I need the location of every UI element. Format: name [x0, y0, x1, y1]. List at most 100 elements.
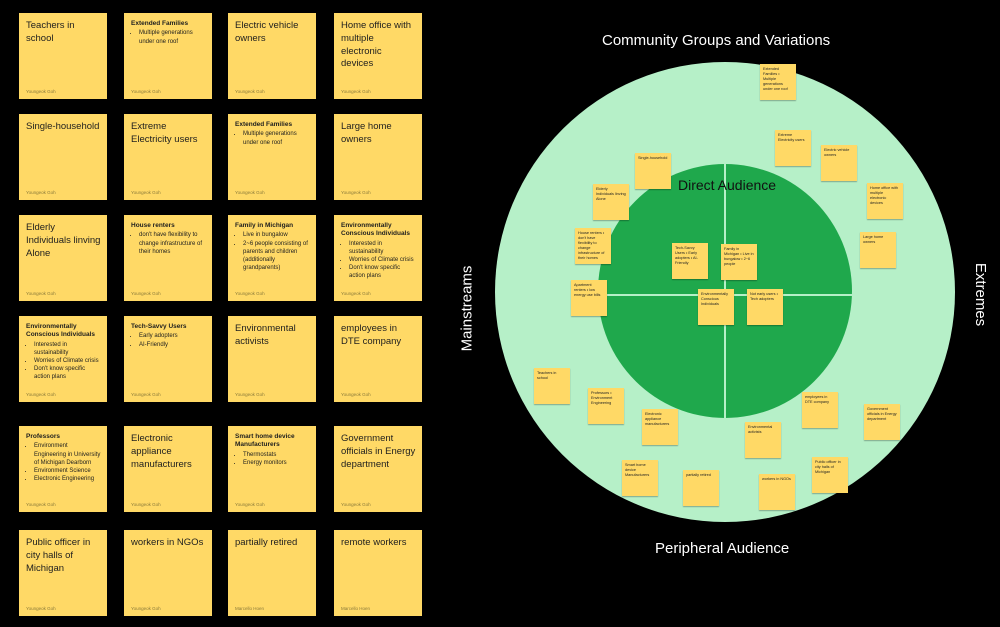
diagram-sticky-note[interactable]: Family in Michigan • Live in bungalow • …	[721, 244, 757, 280]
diagram-sticky-note[interactable]: Electronic appliance manufacturers	[642, 409, 678, 445]
diagram-sticky-note[interactable]: House renters • don't have flexibility t…	[575, 228, 611, 264]
sticky-note-author: Youngeok Goh	[131, 190, 161, 195]
diagram-sticky-note-text: Single-household	[638, 156, 668, 160]
diagram-sticky-note[interactable]: Extended Families • Multiple generations…	[760, 64, 796, 100]
sticky-note-author: Youngeok Goh	[26, 392, 56, 397]
sticky-note-bullets: ThermostatsEnergy monitors	[243, 451, 310, 467]
sticky-note-bullet: Environment Engineering in University of…	[34, 442, 101, 466]
community-groups-label: Community Groups and Variations	[602, 32, 831, 49]
sticky-note-author: Youngeok Goh	[235, 392, 265, 397]
sticky-note-bullets: Live in bungalow2~6 people consisting of…	[243, 231, 310, 271]
sticky-note[interactable]: Environmentally Conscious IndividualsInt…	[334, 215, 422, 301]
diagram-sticky-note-text: Teachers in school	[537, 371, 557, 380]
diagram-sticky-note[interactable]: partially retired	[683, 470, 719, 506]
sticky-note-bullet: 2~6 people consisting of parents and chi…	[243, 240, 310, 272]
sticky-note[interactable]: Smart home device ManufacturersThermosta…	[228, 426, 316, 512]
diagram-sticky-note[interactable]: workers in NGOs	[759, 474, 795, 510]
sticky-note[interactable]: ProfessorsEnvironment Engineering in Uni…	[19, 426, 107, 512]
diagram-sticky-note[interactable]: Not early users • Tech adopters	[747, 289, 783, 325]
diagram-sticky-note[interactable]: Large home owners	[860, 232, 896, 268]
diagram-sticky-note[interactable]: Extreme Electricity users	[775, 130, 811, 166]
sticky-note-bullet: Early adopters	[139, 332, 206, 340]
diagram-sticky-note-text: Smart home device Manufacturers	[625, 463, 650, 477]
diagram-sticky-note[interactable]: Single-household	[635, 153, 671, 189]
diagram-sticky-note[interactable]: employees in DTE company	[802, 392, 838, 428]
sticky-note[interactable]: House renters don't have flexibility to c…	[124, 215, 212, 301]
diagram-sticky-note[interactable]: Professors • Environment Engineering	[588, 388, 624, 424]
sticky-note-bullets: Interested in sustainabilityWorries of C…	[34, 341, 101, 381]
sticky-note-bullet: Don't know specific action plans	[349, 264, 416, 280]
sticky-note-bullet: Environment Science	[34, 467, 101, 475]
sticky-note[interactable]: Environmentally Conscious IndividualsInt…	[19, 316, 107, 402]
sticky-note-bullet: don't have flexibility to change infrast…	[139, 231, 206, 255]
sticky-note-title: Electronic appliance manufacturers	[131, 433, 192, 470]
diagram-sticky-note-text: House renters • don't have flexibility t…	[578, 231, 605, 260]
sticky-note-bullet: Electronic Engineering	[34, 475, 101, 483]
sticky-note-bullets: Multiple generations under one roof	[139, 29, 206, 45]
sticky-note-title: Smart home device Manufacturers	[235, 433, 295, 449]
diagram-sticky-note[interactable]: Smart home device Manufacturers	[622, 460, 658, 496]
sticky-note[interactable]: Government officials in Energy departmen…	[334, 426, 422, 512]
diagram-sticky-note[interactable]: Public officer in city halls of Michigan	[812, 457, 848, 493]
sticky-note-title: Large home owners	[341, 121, 392, 145]
diagram-sticky-note[interactable]: Electric vehicle owners	[821, 145, 857, 181]
diagram-sticky-note[interactable]: Apartment renters • low energy use bills	[571, 280, 607, 316]
sticky-note-title: Single-household	[26, 121, 100, 132]
sticky-note-bullets: Early adoptersAI-Friendly	[139, 332, 206, 348]
sticky-note-bullet: Live in bungalow	[243, 231, 310, 239]
diagram-sticky-note[interactable]: Environmentally Conscious Individuals	[698, 289, 734, 325]
diagram-sticky-note[interactable]: Environmental activists	[745, 422, 781, 458]
sticky-note-author: Youngeok Goh	[26, 89, 56, 94]
sticky-note-bullet: Thermostats	[243, 451, 310, 459]
sticky-note-title: Government officials in Energy departmen…	[341, 433, 416, 470]
audience-diagram: Community Groups and Variations Peripher…	[430, 0, 1000, 627]
diagram-sticky-note-text: Public officer in city halls of Michigan	[815, 460, 841, 474]
sticky-note-title: House renters	[131, 222, 175, 229]
sticky-note-bullet: Interested in sustainability	[349, 240, 416, 256]
diagram-sticky-note[interactable]: Home office with multiple electronic dev…	[867, 183, 903, 219]
sticky-note[interactable]: Public officer in city halls of Michigan…	[19, 530, 107, 616]
sticky-note[interactable]: Extended FamiliesMultiple generations un…	[124, 13, 212, 99]
diagram-sticky-note-text: Government officials in Energy departmen…	[867, 407, 897, 421]
sticky-note[interactable]: Family in MichiganLive in bungalow2~6 pe…	[228, 215, 316, 301]
diagram-sticky-note-text: Not early users • Tech adopters	[750, 292, 778, 301]
diagram-sticky-note-text: Large home owners	[863, 235, 884, 244]
sticky-note-author: Youngeok Goh	[131, 606, 161, 611]
diagram-sticky-note[interactable]: Teachers in school	[534, 368, 570, 404]
diagram-sticky-note[interactable]: Government officials in Energy departmen…	[864, 404, 900, 440]
diagram-sticky-note[interactable]: Tech-Savvy Users • Early adopters • AI-F…	[672, 243, 708, 279]
diagram-sticky-note-text: Extreme Electricity users	[778, 133, 805, 142]
sticky-note-title: Environmentally Conscious Individuals	[26, 323, 95, 339]
direct-audience-label: Direct Audience	[678, 177, 777, 193]
sticky-note-title: remote workers	[341, 537, 407, 548]
sticky-note[interactable]: Home office with multiple electronic dev…	[334, 13, 422, 99]
sticky-note[interactable]: Extended FamiliesMultiple generations un…	[228, 114, 316, 200]
diagram-sticky-note-text: partially retired	[686, 473, 711, 477]
sticky-note-title: Environmentally Conscious Individuals	[341, 222, 410, 238]
sticky-note-title: Extreme Electricity users	[131, 121, 198, 145]
sticky-note-title: Environmental activists	[235, 323, 296, 347]
sticky-note-author: Youngeok Goh	[131, 89, 161, 94]
diagram-sticky-note-text: employees in DTE company	[805, 395, 830, 404]
diagram-sticky-note[interactable]: Elderly Individuals linving Alone	[593, 184, 629, 220]
sticky-note-title: Tech-Savvy Users	[131, 323, 187, 330]
sticky-note-author: Marcello Hoen	[235, 606, 265, 611]
sticky-note[interactable]: Tech-Savvy UsersEarly adoptersAI-Friendl…	[124, 316, 212, 402]
sticky-note-author: Youngeok Goh	[26, 190, 56, 195]
sticky-note-title: Professors	[26, 433, 60, 440]
sticky-note-author: Youngeok Goh	[341, 392, 371, 397]
sticky-note-title: employees in DTE company	[341, 323, 402, 347]
sticky-note-bullet: Multiple generations under one roof	[139, 29, 206, 45]
